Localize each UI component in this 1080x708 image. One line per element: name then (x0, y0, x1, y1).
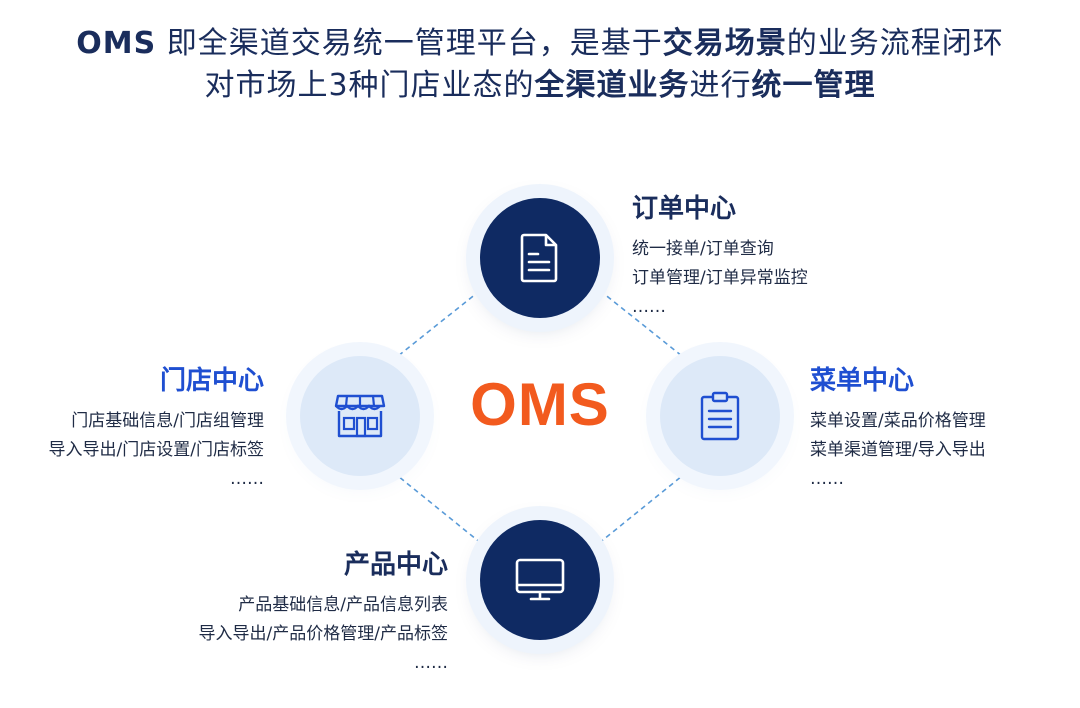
menu-center-node[interactable] (660, 356, 780, 476)
menu-center-block: 菜单中心 菜单设置/菜品价格管理 菜单渠道管理/导入导出 …… (810, 360, 986, 494)
menu-center-line: 菜单设置/菜品价格管理 (810, 411, 986, 431)
store-center-node[interactable] (300, 356, 420, 476)
headline-line-1: OMS 即全渠道交易统一管理平台，是基于交易场景的业务流程闭环 (0, 18, 1080, 62)
document-icon (520, 233, 558, 283)
headline-text: 即全渠道交易统一管理平台，是基于 (156, 26, 663, 61)
connector-menu-product (592, 471, 688, 549)
store-center-block: 门店中心 门店基础信息/门店组管理 导入导出/门店设置/门店标签 …… (49, 360, 264, 494)
clipboard-icon (700, 391, 740, 441)
store-center-line: 门店基础信息/门店组管理 (71, 411, 264, 431)
menu-center-title: 菜单中心 (810, 366, 915, 396)
headline-line-2: 对市场上3种门店业态的全渠道业务进行统一管理 (0, 60, 1080, 104)
storefront-icon (334, 394, 386, 438)
headline-brand: OMS (76, 26, 157, 61)
product-center-node[interactable] (480, 520, 600, 640)
monitor-icon (515, 558, 565, 601)
order-center-block: 订单中心 统一接单/订单查询 订单管理/订单异常监控 …… (632, 188, 808, 322)
store-center-line: 导入导出/门店设置/门店标签 (48, 440, 264, 460)
connector-store-product (392, 471, 488, 549)
product-center-title: 产品中心 (343, 550, 448, 580)
connector-order-store (392, 284, 488, 361)
menu-center-ellipsis: …… (810, 469, 844, 489)
oms-center-label: OMS (470, 371, 610, 438)
headline-emphasis: 统一管理 (751, 68, 876, 103)
menu-center-line: 菜单渠道管理/导入导出 (810, 440, 986, 460)
headline-emphasis: 交易场景 (662, 26, 787, 61)
connector-order-menu (592, 284, 688, 361)
order-center-title: 订单中心 (632, 194, 737, 224)
headline-text: 对市场上3种门店业态的 (204, 68, 535, 103)
headline-text: 进行 (689, 68, 752, 103)
product-center-block: 产品中心 产品基础信息/产品信息列表 导入导出/产品价格管理/产品标签 …… (199, 544, 448, 678)
order-center-node[interactable] (480, 198, 600, 318)
headline-text: 的业务流程闭环 (786, 26, 1004, 61)
product-center-ellipsis: …… (414, 653, 448, 673)
store-center-ellipsis: …… (230, 469, 264, 489)
product-center-line: 导入导出/产品价格管理/产品标签 (198, 624, 448, 644)
product-center-line: 产品基础信息/产品信息列表 (238, 595, 448, 615)
store-center-title: 门店中心 (159, 366, 264, 396)
order-center-line: 订单管理/订单异常监控 (632, 268, 808, 288)
order-center-line: 统一接单/订单查询 (632, 239, 774, 259)
headline-emphasis: 全渠道业务 (534, 68, 690, 103)
order-center-ellipsis: …… (632, 297, 666, 317)
